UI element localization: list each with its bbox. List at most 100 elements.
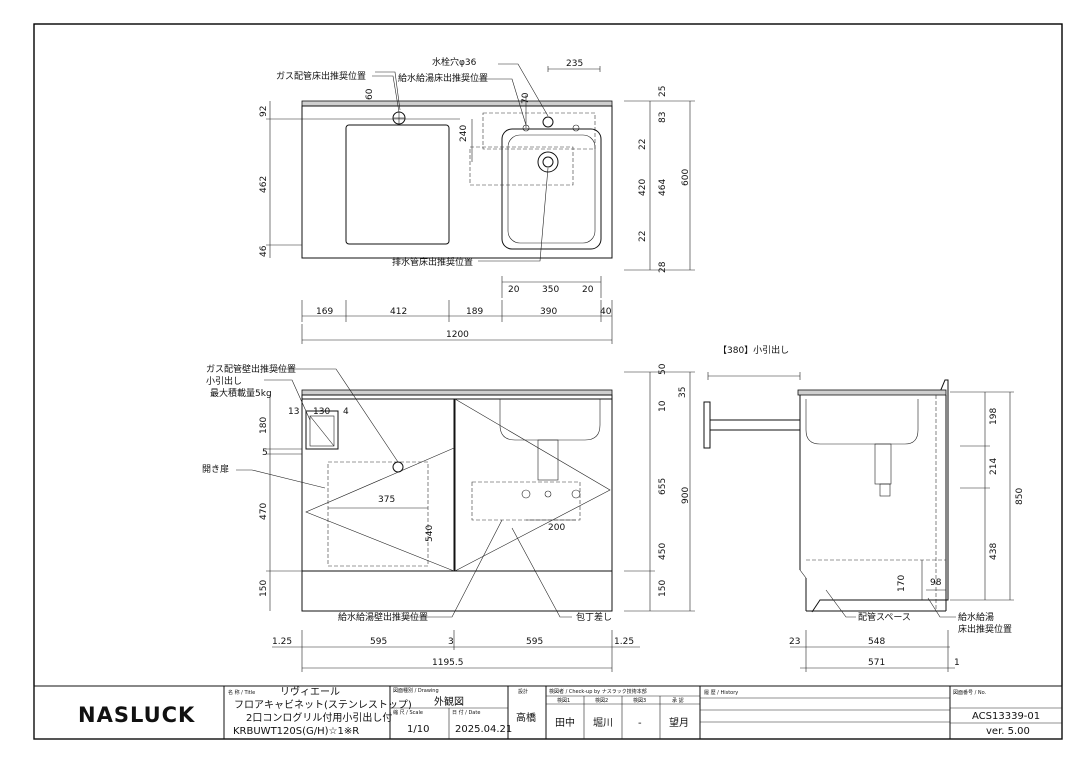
check-value-3: - — [638, 718, 642, 729]
title-line-1: リヴィエール — [280, 685, 340, 698]
dim-464: 464 — [658, 179, 668, 196]
right-door-swing — [454, 398, 611, 572]
front-countertop — [301, 389, 613, 396]
scale-value: 1/10 — [407, 724, 429, 735]
dim-83: 83 — [658, 112, 668, 123]
dim-22b: 22 — [638, 231, 648, 242]
dim-3: 3 — [448, 637, 454, 647]
water-hole-right — [572, 124, 580, 132]
label-small-drawer: 小引出し — [206, 375, 242, 387]
dim-412: 412 — [390, 307, 407, 317]
dim-1-25a: 1.25 — [272, 637, 292, 647]
date-value: 2025.04.21 — [455, 724, 512, 735]
label-knife-rack: 包丁差し — [576, 611, 612, 623]
dim-462: 462 — [259, 176, 269, 193]
label-max-load: 最大積載量5kg — [210, 387, 272, 399]
label-gas-floor: ガス配管床出推奨位置 — [276, 70, 366, 82]
left-door-swing — [305, 447, 455, 572]
dim-98: 98 — [930, 578, 942, 588]
dim-900: 900 — [681, 487, 691, 504]
dim-170: 170 — [897, 575, 907, 592]
dim-571: 571 — [868, 658, 885, 668]
small-drawer-box — [305, 410, 339, 450]
check-sub-3: 検図3 — [633, 697, 646, 704]
title-caption: 名 称 / Title — [228, 689, 255, 696]
faucet-hole-mark — [542, 116, 554, 128]
scale-caption: 縮 尺 / Scale — [393, 709, 423, 716]
label-hinged-door: 開き扉 — [202, 463, 229, 475]
dim-150b: 150 — [658, 580, 668, 597]
dim-1200: 1200 — [446, 330, 469, 340]
dim-595b: 595 — [526, 637, 543, 647]
label-water-floor-side-2: 床出推奨位置 — [958, 623, 1012, 635]
label-water-floor-side-1: 給水給湯 — [958, 611, 994, 623]
dim-420: 420 — [638, 179, 648, 196]
dim-46: 46 — [259, 245, 269, 257]
dim-25: 25 — [658, 86, 668, 97]
history-caption: 履 歴 / History — [704, 690, 738, 696]
title-block-frame — [33, 685, 1063, 740]
dim-350: 350 — [542, 285, 559, 295]
right-door — [454, 398, 613, 572]
countertop-edge — [301, 100, 613, 107]
dim-150a: 150 — [259, 580, 269, 597]
dim-4: 4 — [343, 407, 349, 417]
dim-50: 50 — [658, 363, 668, 375]
number-caption: 図面番号 / No. — [953, 689, 987, 696]
dim-1195-5: 1195.5 — [432, 658, 464, 668]
dim-200: 200 — [548, 523, 565, 533]
check-value-1: 田中 — [555, 716, 575, 729]
label-gas-wall: ガス配管壁出推奨位置 — [206, 363, 296, 375]
label-pipe-space: 配管スペース — [858, 611, 911, 623]
title-line-4: KRBUWT120S(G/H)☆1※R — [233, 726, 359, 737]
check-value-2: 堀川 — [593, 717, 613, 729]
dim-1-25b: 1.25 — [614, 637, 634, 647]
check-value-4: 望月 — [669, 716, 689, 729]
title-line-2: フロアキャビネット(ステンレストップ) — [234, 699, 412, 711]
side-view: 【380】小引出し 配管スペース 給水給湯 床出推奨位置 198 214 438… — [703, 344, 1025, 672]
label-drain-floor: 排水管床出推奨位置 — [392, 256, 473, 268]
dim-20a: 20 — [508, 285, 520, 295]
drawer-rail-ext — [709, 419, 801, 431]
gas-wall-mark — [392, 461, 404, 473]
dim-438: 438 — [989, 543, 999, 560]
label-drawer-ext: 【380】小引出し — [718, 344, 789, 356]
dim-23: 23 — [789, 637, 800, 647]
sink-outer — [501, 128, 602, 250]
dim-655: 655 — [658, 478, 668, 495]
check-sub-2: 検図2 — [595, 697, 608, 704]
dim-595a: 595 — [370, 637, 387, 647]
check-sub-4: 承 認 — [672, 697, 684, 704]
label-water-wall: 給水給湯壁出推奨位置 — [338, 611, 428, 623]
trap-hidden — [537, 439, 559, 481]
dim-850: 850 — [1015, 488, 1025, 505]
top-view: ガス配管床出推奨位置 水栓穴φ36 給水給湯床出推奨位置 排水管床出推奨位置 2… — [259, 56, 695, 344]
side-outline — [797, 379, 949, 613]
dim-198: 198 — [989, 408, 999, 425]
drain-outer-icon — [537, 151, 559, 173]
water-floor-zone — [482, 112, 596, 150]
sheet-border — [33, 23, 1063, 740]
dim-180: 180 — [259, 417, 269, 434]
dim-450: 450 — [658, 543, 668, 560]
drawer-front-ext — [703, 401, 711, 449]
brand-logo: NASLUCK — [78, 703, 195, 727]
dim-5: 5 — [262, 448, 268, 458]
dim-1: 1 — [954, 658, 960, 668]
dim-169: 169 — [316, 307, 333, 317]
dim-540: 540 — [425, 525, 435, 542]
drain-inner-icon — [542, 156, 554, 168]
left-door — [301, 398, 455, 572]
drawing-value: 外観図 — [434, 695, 464, 708]
dim-22a: 22 — [638, 139, 648, 150]
title-block: NASLUCK 名 称 / Title リヴィエール フロアキャビネット(ステン… — [33, 685, 1063, 740]
check-caption: 検図者 / Check-up by ナスラック技術本部 — [549, 688, 647, 695]
number-value: ACS13339-01 — [972, 711, 1040, 722]
dim-28: 28 — [658, 261, 668, 273]
dim-10: 10 — [658, 400, 668, 412]
drawing-caption: 図面種別 / Drawing — [393, 687, 439, 694]
version-value: ver. 5.00 — [986, 726, 1030, 737]
drawn-value: 高橋 — [516, 711, 536, 724]
date-caption: 日 付 / Date — [452, 709, 480, 716]
